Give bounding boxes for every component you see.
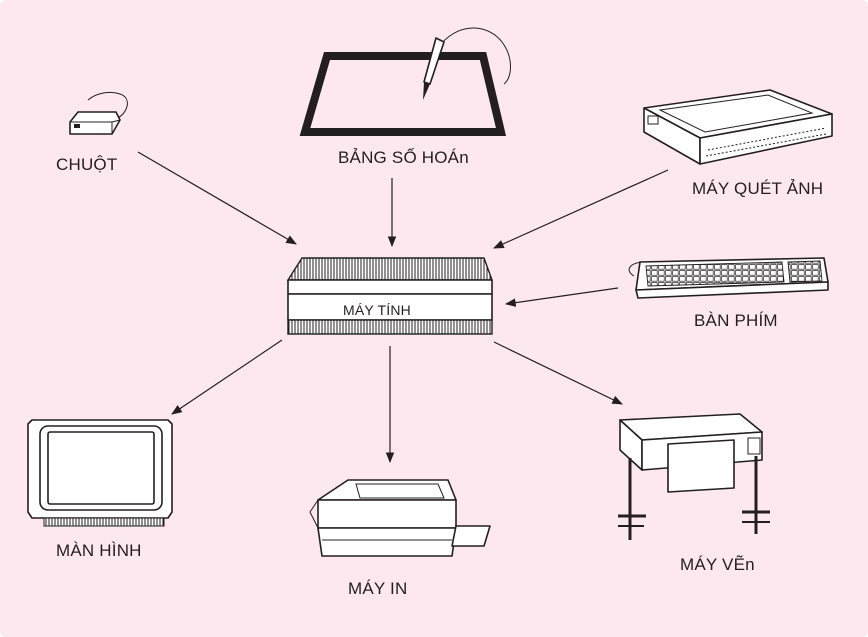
scanner-label: MÁY QUÉT ẢNH [692,179,823,198]
mouse-icon [69,91,128,135]
arrow-mouse-to-computer [137,151,297,245]
plotter-label: MÁY VẼn [680,555,755,574]
scanner-icon [643,89,833,165]
monitor-icon [27,419,173,527]
arrow-computer-to-plotter [493,341,623,405]
plotter-icon [618,413,770,540]
mouse-label: CHUỘT [56,155,117,174]
arrow-computer-to-monitor [171,339,283,415]
printer-icon [309,479,491,557]
tablet-icon [299,27,511,136]
arrow-keyboard-to-computer [504,287,619,307]
computer-icon [286,257,493,335]
tablet-label: BẢNG SỐ HOÁn [338,147,469,167]
computer-label: MÁY TÍNH [343,302,411,318]
monitor-label: MÀN HÌNH [56,541,142,560]
keyboard-icon [628,257,829,299]
printer-label: MÁY IN [348,579,407,598]
keyboard-label: BÀN PHÍM [694,311,778,330]
arrow-scanner-to-computer [493,169,669,249]
